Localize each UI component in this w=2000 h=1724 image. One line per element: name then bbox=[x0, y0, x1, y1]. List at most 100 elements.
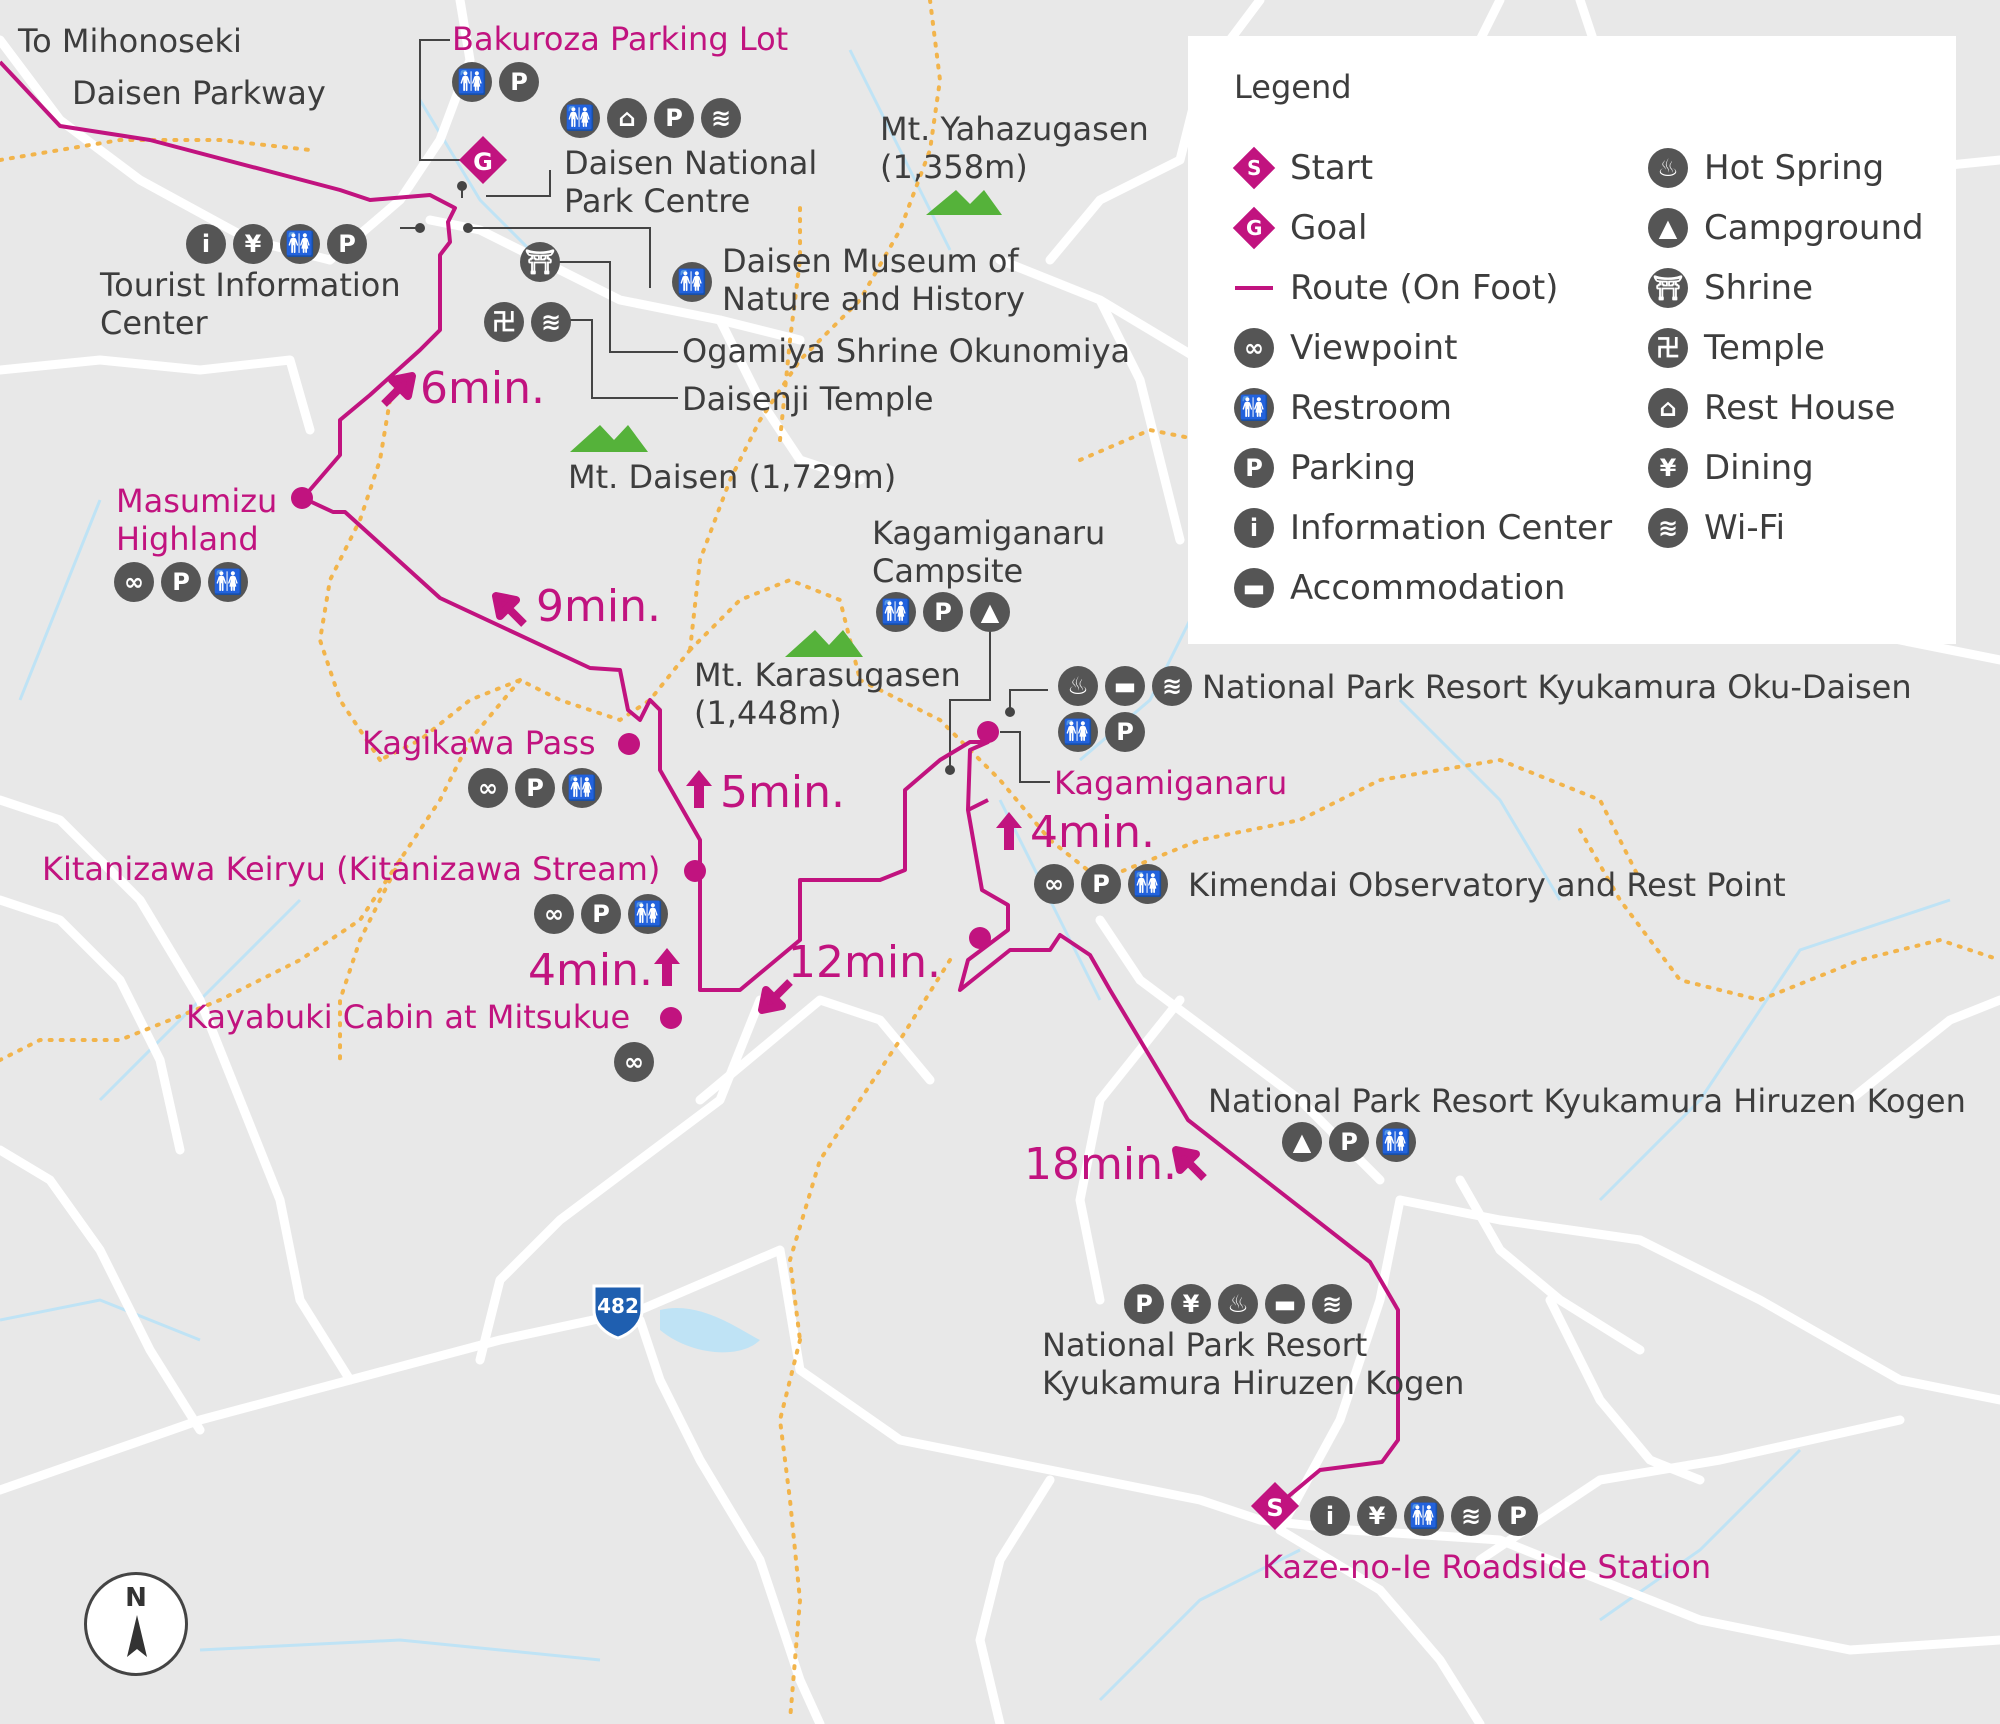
information-icon: i bbox=[1234, 508, 1274, 548]
arrow-down-left-icon bbox=[758, 979, 793, 1014]
mt-daisen-label: Mt. Daisen (1,729m) bbox=[568, 458, 897, 496]
parking-icon: P bbox=[1498, 1496, 1538, 1536]
svg-text:G: G bbox=[473, 148, 493, 176]
route-482-number: 482 bbox=[597, 1294, 639, 1318]
restroom-icon: 🚻 bbox=[1128, 864, 1168, 904]
legend-title: Legend bbox=[1234, 68, 1352, 106]
parking-icon: P bbox=[1081, 864, 1121, 904]
mt-yahazugasen-label: Mt. Yahazugasen (1,358m) bbox=[880, 110, 1149, 186]
daisenji-temple-label: Daisenji Temple bbox=[682, 380, 934, 418]
rest-house-icon: ⌂ bbox=[607, 98, 647, 138]
kaze-no-ie-label: Kaze-no-Ie Roadside Station bbox=[1262, 1548, 1712, 1586]
kagamiganaru-campsite-label: Kagamiganaru Campsite bbox=[872, 514, 1106, 590]
legend-item-route: Route (On Foot) bbox=[1232, 266, 1558, 310]
kyukamura-oku-daisen-label: National Park Resort Kyukamura Oku-Daise… bbox=[1202, 668, 1912, 706]
hot-spring-icon: ♨ bbox=[1648, 148, 1688, 188]
kitanizawa-facility-icons: ∞ P 🚻 bbox=[534, 894, 668, 934]
parking-icon: P bbox=[1105, 712, 1145, 752]
campground-icon: ▲ bbox=[1282, 1122, 1322, 1162]
legend-item-shrine: ⛩ Shrine bbox=[1646, 266, 1813, 310]
dining-icon: ¥ bbox=[1171, 1284, 1211, 1324]
bakuroza-facility-icons: 🚻 P bbox=[452, 62, 539, 102]
temple-facility-icons: 卍 ≋ bbox=[484, 302, 571, 342]
legend-item-accommodation: ▬ Accommodation bbox=[1232, 566, 1565, 610]
kyukamura-hiruzen-label-bottom: National Park Resort Kyukamura Hiruzen K… bbox=[1042, 1326, 1465, 1402]
park-centre-facility-icons: 🚻 ⌂ P ≋ bbox=[560, 98, 741, 138]
parking-icon: P bbox=[1124, 1284, 1164, 1324]
arrow-up-icon bbox=[996, 812, 1022, 850]
parking-icon: P bbox=[1234, 448, 1274, 488]
masumizu-highland-label: Masumizu Highland bbox=[116, 482, 278, 558]
legend-item-rest-house: ⌂ Rest House bbox=[1646, 386, 1895, 430]
restroom-icon: 🚻 bbox=[1404, 1496, 1444, 1536]
shrine-icon: ⛩ bbox=[520, 242, 560, 282]
compass-north-letter: N bbox=[125, 1583, 147, 1613]
viewpoint-icon: ∞ bbox=[468, 768, 508, 808]
information-icon: i bbox=[1310, 1496, 1350, 1536]
legend-item-information: i Information Center bbox=[1232, 506, 1612, 550]
shrine-facility-icons: ⛩ bbox=[520, 242, 560, 282]
restroom-icon: 🚻 bbox=[452, 62, 492, 102]
time-12min: 12min. bbox=[788, 937, 941, 988]
accommodation-icon: ▬ bbox=[1234, 568, 1274, 608]
rest-house-icon: ⌂ bbox=[1648, 388, 1688, 428]
legend-item-start: S Start bbox=[1232, 146, 1373, 190]
kimendai-label: Kimendai Observatory and Rest Point bbox=[1188, 866, 1786, 904]
kaze-no-ie-facility-icons: i ¥ 🚻 ≋ P bbox=[1310, 1496, 1538, 1536]
parking-icon: P bbox=[327, 224, 367, 264]
restroom-icon: 🚻 bbox=[208, 562, 248, 602]
time-6min: 6min. bbox=[420, 363, 545, 414]
campground-icon: ▲ bbox=[970, 592, 1010, 632]
viewpoint-icon: ∞ bbox=[614, 1042, 654, 1082]
hiruzen-top-facility-icons: ▲ P 🚻 bbox=[1282, 1122, 1416, 1162]
masumizu-facility-icons: ∞ P 🚻 bbox=[114, 562, 248, 602]
dining-icon: ¥ bbox=[1357, 1496, 1397, 1536]
viewpoint-icon: ∞ bbox=[114, 562, 154, 602]
hiruzen-resort-facility-icons: P ¥ ♨ ▬ ≋ bbox=[1124, 1284, 1352, 1324]
time-18min: 18min. bbox=[1024, 1139, 1177, 1190]
kimendai-facility-icons: ∞ P 🚻 bbox=[1034, 864, 1168, 904]
compass-needle-icon bbox=[127, 1615, 147, 1657]
arrow-up-left-icon bbox=[1172, 1146, 1207, 1181]
bakuroza-parking-lot-label: Bakuroza Parking Lot bbox=[452, 20, 789, 58]
wifi-icon: ≋ bbox=[701, 98, 741, 138]
time-9min: 9min. bbox=[536, 581, 661, 632]
parking-icon: P bbox=[581, 894, 621, 934]
legend-item-viewpoint: ∞ Viewpoint bbox=[1232, 326, 1457, 370]
time-4min-kimendai: 4min. bbox=[1030, 807, 1155, 858]
restroom-icon: 🚻 bbox=[1234, 388, 1274, 428]
goal-marker: G bbox=[1232, 206, 1276, 250]
parking-icon: P bbox=[654, 98, 694, 138]
to-mihonoseki-label: To Mihonoseki bbox=[18, 22, 242, 60]
restroom-icon: 🚻 bbox=[876, 592, 916, 632]
restroom-icon: 🚻 bbox=[280, 224, 320, 264]
legend: Legend S Start G Goal Route (On Foot) ∞ … bbox=[1188, 36, 1956, 644]
legend-item-temple: 卍 Temple bbox=[1646, 326, 1825, 370]
restroom-icon: 🚻 bbox=[1058, 712, 1098, 752]
legend-item-campground: ▲ Campground bbox=[1646, 206, 1924, 250]
kagikawa-pass-label: Kagikawa Pass bbox=[362, 724, 596, 762]
legend-item-hot-spring: ♨ Hot Spring bbox=[1646, 146, 1884, 190]
legend-item-wifi: ≋ Wi-Fi bbox=[1646, 506, 1785, 550]
kayabuki-cabin-label: Kayabuki Cabin at Mitsukue bbox=[186, 998, 631, 1036]
viewpoint-icon: ∞ bbox=[1234, 328, 1274, 368]
daisen-national-park-centre-label: Daisen National Park Centre bbox=[564, 144, 818, 220]
wifi-icon: ≋ bbox=[1648, 508, 1688, 548]
shrine-icon: ⛩ bbox=[1648, 268, 1688, 308]
legend-item-dining: ¥ Dining bbox=[1646, 446, 1814, 490]
oku-daisen-facility-icons-top: ♨ ▬ ≋ bbox=[1058, 666, 1192, 706]
time-4min-kitanizawa: 4min. bbox=[528, 945, 653, 996]
restroom-icon: 🚻 bbox=[672, 262, 712, 302]
hot-spring-icon: ♨ bbox=[1058, 666, 1098, 706]
arrow-up-left-icon bbox=[492, 592, 527, 627]
information-icon: i bbox=[186, 224, 226, 264]
parking-icon: P bbox=[161, 562, 201, 602]
wifi-icon: ≋ bbox=[1451, 1496, 1491, 1536]
wifi-icon: ≋ bbox=[531, 302, 571, 342]
tourist-information-center-label: Tourist Information Center bbox=[100, 266, 401, 342]
dining-icon: ¥ bbox=[233, 224, 273, 264]
restroom-icon: 🚻 bbox=[560, 98, 600, 138]
parking-icon: P bbox=[923, 592, 963, 632]
start-marker: S bbox=[1232, 146, 1276, 190]
